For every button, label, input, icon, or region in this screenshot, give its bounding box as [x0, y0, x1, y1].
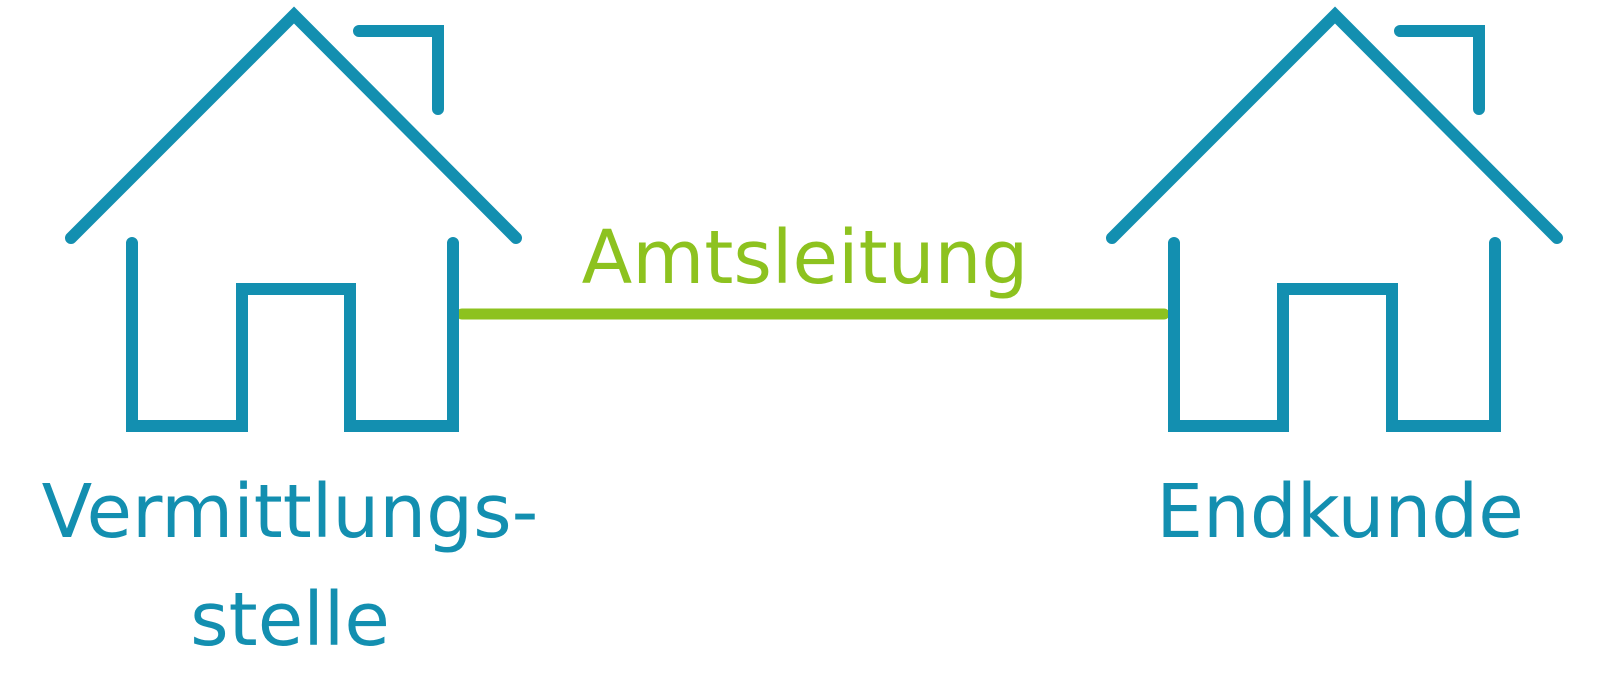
house-icon — [65, 6, 522, 432]
node-label-left-line1: Vermittlungs- — [41, 469, 539, 555]
node-label-right: Endkunde — [1156, 469, 1524, 555]
house-icon — [1106, 6, 1563, 432]
roof — [65, 6, 522, 244]
roof — [1106, 6, 1563, 244]
chimney — [1394, 25, 1485, 115]
node-label-left-line2: stelle — [190, 577, 390, 663]
chimney — [353, 25, 444, 115]
walls-and-door — [1168, 237, 1501, 432]
walls-and-door — [126, 237, 459, 432]
connection-label: Amtsleitung — [581, 215, 1029, 301]
node-label-left: Vermittlungs- stelle — [0, 458, 580, 674]
